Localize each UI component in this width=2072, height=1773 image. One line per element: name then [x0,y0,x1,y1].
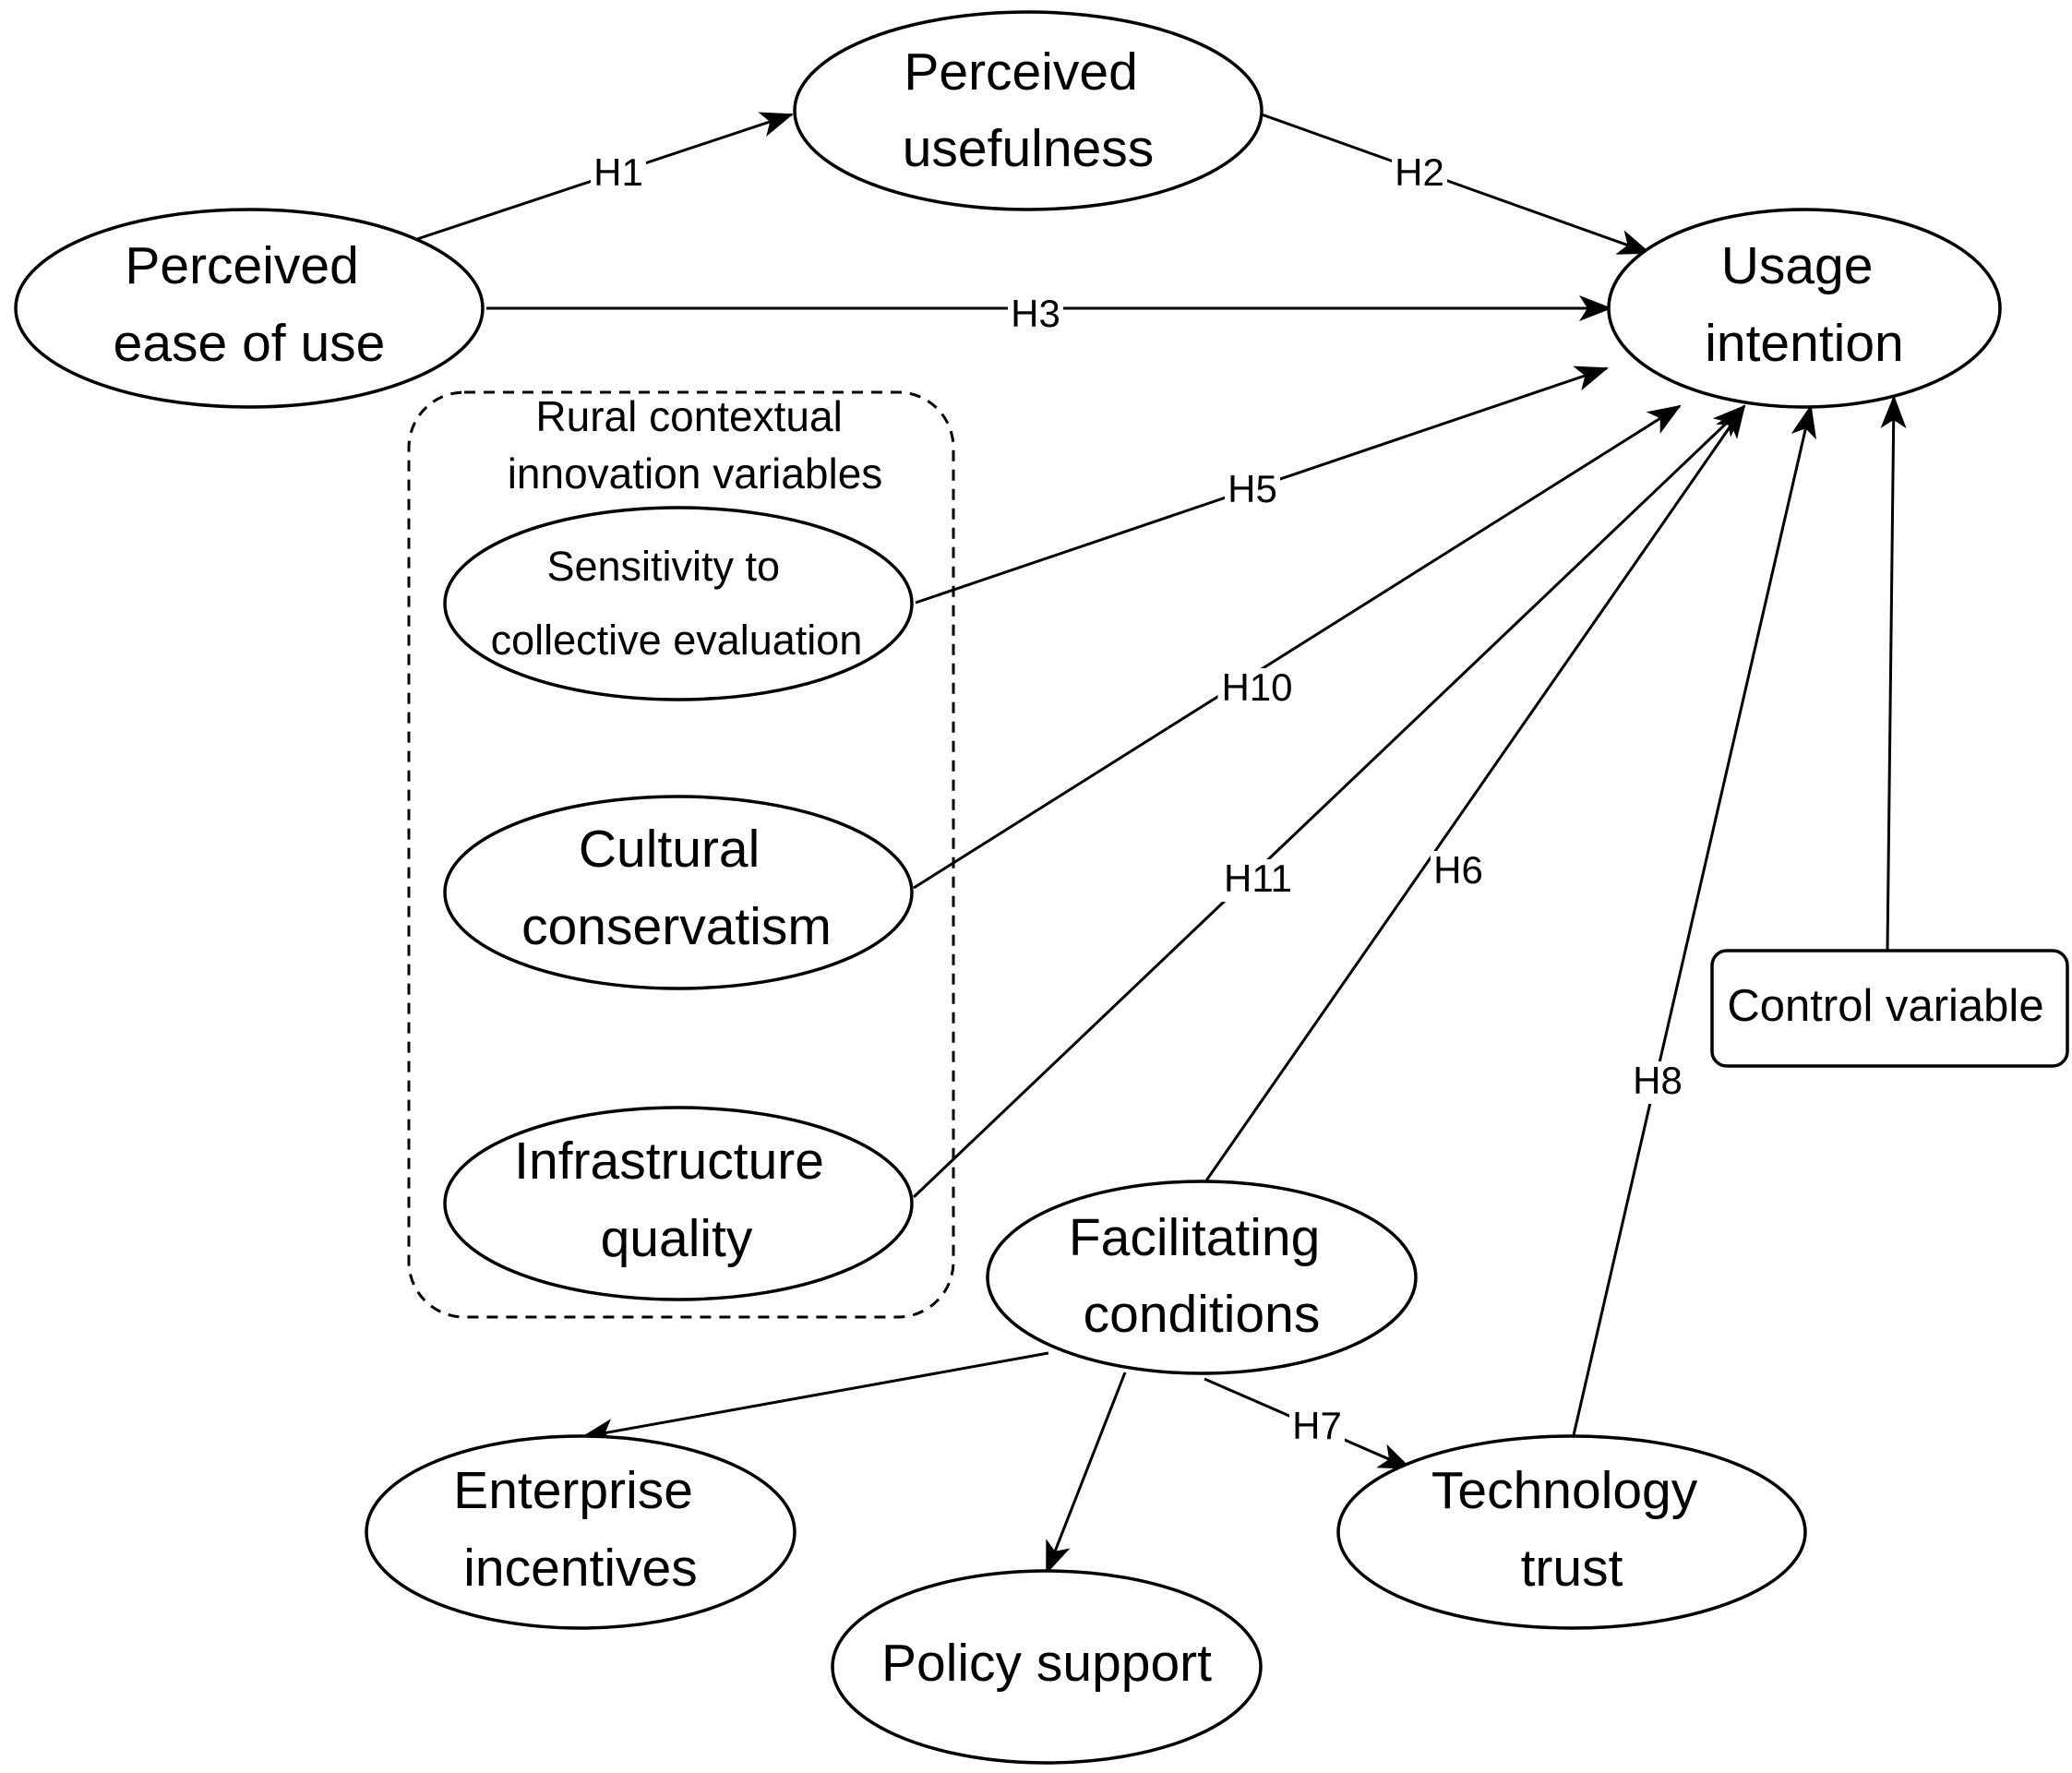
edge-h5: H5 [915,365,1609,605]
edge-label-h8: H8 [1633,1059,1683,1102]
edge-label-h6: H6 [1433,848,1483,892]
node-policy-support: Policy support [831,1569,1263,1765]
edge-e-policy [1045,1372,1127,1575]
node-perceived-ease-of-use: Perceived ease of use [14,208,485,409]
edge-line [913,404,1682,890]
edge-label-background [1431,851,1486,893]
edge-label-background [1218,859,1298,902]
edge-line [1203,404,1746,1184]
node-sensitivity-collective-evaluation: Sensitivity to collective evaluation [443,506,914,701]
edge-label-h7: H7 [1292,1404,1342,1447]
group-boundary [407,390,955,1319]
perceived-usefulness-label: Perceived usefulness [903,42,1155,178]
sensitivity-label: Sensitivity to collective evaluation [491,543,863,664]
cultural-conservatism-label: Cultural conservatism [521,820,832,956]
edge-h8: H8 [1572,404,1817,1436]
usage-intention-label: Usage intention [1705,236,1904,373]
node-usage-intention: Usage intention [1607,208,2002,409]
node-infrastructure-quality: Infrastructure quality [443,1106,914,1301]
perceived-ease-of-use-label: Perceived ease of use [114,236,386,373]
edge-line [581,1351,1049,1444]
node-perceived-usefulness: Perceived usefulness [793,10,1264,211]
edge-h10: H10 [913,404,1682,890]
node-control-variable: Control variable [1710,949,2069,1068]
edge-label-background [1217,668,1297,711]
technology-trust-label: Technology trust [1431,1461,1712,1598]
edge-label-h1: H1 [593,150,643,194]
edge-line [1572,404,1817,1436]
policy-support-label: Policy support [881,1634,1212,1693]
edge-label-h2: H2 [1395,150,1444,194]
node-enterprise-incentives: Enterprise incentives [365,1434,796,1630]
edge-e-enterprise [581,1351,1049,1444]
rural-contextual-group: Rural contextual innovation variables [407,390,955,1319]
edge-h1: H1 [416,112,794,241]
edge-label-background [1289,1407,1345,1449]
edge-label-background [1008,294,1063,337]
edge-label-background [1225,470,1280,512]
edge-line [912,404,1746,1199]
node-facilitating-conditions: Facilitating conditions [986,1180,1418,1375]
edge-h6: H6 [1203,404,1746,1184]
node-technology-trust: Technology trust [1336,1434,1807,1630]
edge-label-h10: H10 [1221,665,1292,709]
edge-label-h3: H3 [1011,292,1060,335]
edge-line [1261,113,1651,255]
group-title: Rural contextual innovation variables [508,392,883,497]
edge-label-background [1392,153,1447,196]
edge-h11: H11 [912,404,1746,1199]
edge-line [1045,1372,1127,1575]
facilitating-conditions-label: Facilitating conditions [1069,1208,1335,1344]
infrastructure-quality-label: Infrastructure quality [514,1132,839,1268]
edge-label-h5: H5 [1228,467,1277,510]
edge-label-h11: H11 [1224,857,1292,900]
enterprise-incentives-label: Enterprise incentives [453,1461,708,1598]
control-variable-label: Control variable [1727,981,2043,1031]
node-cultural-conservatism: Cultural conservatism [443,795,914,990]
edge-label-background [591,153,646,196]
edge-label-background [1630,1061,1685,1104]
edge-line [1880,395,1907,952]
edge-h7: H7 [1204,1377,1412,1470]
edge-h2: H2 [1261,113,1651,255]
edge-h3: H3 [486,292,1612,337]
edge-e-control [1880,395,1907,952]
